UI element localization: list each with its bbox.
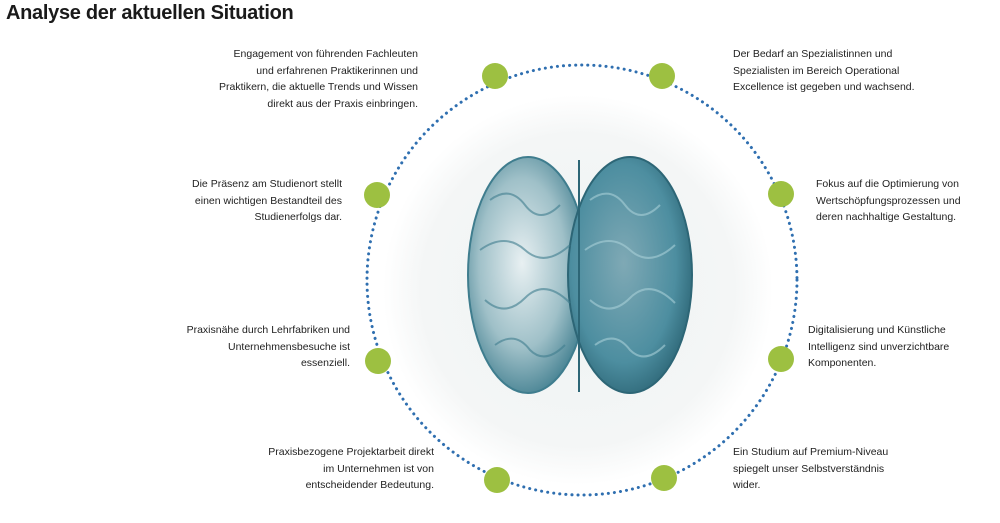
point-top-left: Engagement von führenden Fachleuten und … xyxy=(218,48,418,110)
node-bottom-left xyxy=(484,467,510,493)
node-top-left xyxy=(482,63,508,89)
point-bottom-left: Praxisbezogene Projektarbeit direkt im U… xyxy=(268,446,434,491)
node-lower-left xyxy=(365,348,391,374)
brain-illustration xyxy=(467,156,693,394)
point-lower-right: Digitalisierung und Künstliche Intellige… xyxy=(808,324,950,369)
point-top-right: Der Bedarf an Spezialistinnen und Spezia… xyxy=(733,48,915,93)
node-upper-left xyxy=(364,182,390,208)
point-upper-left: Die Präsenz am Studienort stellt einen w… xyxy=(192,178,342,223)
page-title: Analyse der aktuellen Situation xyxy=(6,2,294,24)
node-bottom-right xyxy=(651,465,677,491)
node-top-right xyxy=(649,63,675,89)
point-lower-left: Praxisnähe durch Lehrfabriken und Untern… xyxy=(186,324,350,369)
node-upper-right xyxy=(768,181,794,207)
point-upper-right: Fokus auf die Optimierung von Wertschöpf… xyxy=(816,178,961,223)
point-bottom-right: Ein Studium auf Premium-Niveau spiegelt … xyxy=(733,446,889,491)
node-lower-right xyxy=(768,346,794,372)
dotted-ring xyxy=(365,63,799,497)
